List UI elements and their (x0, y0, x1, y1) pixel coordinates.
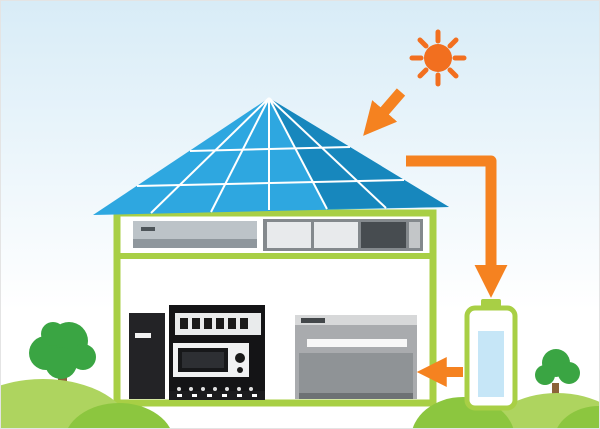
microwave-window (182, 352, 224, 368)
bushes (1, 379, 599, 428)
window-pane-side (409, 222, 420, 248)
arrow-roof-to-battery (406, 155, 508, 298)
right-tree-foliage (535, 349, 580, 385)
dishwasher-unit (295, 315, 417, 399)
solar-panel-grid (136, 97, 405, 214)
window-pane (314, 222, 358, 248)
kickplate (169, 391, 265, 400)
tall-cabinet (129, 313, 165, 399)
sun-disc (424, 44, 452, 72)
dishwasher-base (299, 393, 413, 399)
oven-indicator-dots (177, 387, 253, 391)
bush-left-dark (68, 403, 170, 428)
counter-top (295, 315, 417, 325)
kickplate-strip (169, 391, 265, 400)
kitchen (129, 305, 417, 400)
hood-switch (141, 227, 155, 231)
sun-rays (409, 29, 467, 87)
dishwasher-front (299, 353, 413, 393)
right-tree (535, 349, 580, 407)
floor-divider (120, 253, 430, 259)
battery-cell (478, 331, 504, 397)
oven-unit (169, 305, 265, 399)
house (113, 209, 437, 407)
cabinet-handle (135, 333, 151, 338)
microwave-knob (235, 353, 245, 363)
bush-far-right (557, 406, 599, 428)
second-floor (133, 219, 423, 251)
window-pane (267, 222, 311, 248)
oven-buttons (180, 318, 248, 329)
solar-panel-roof (93, 97, 449, 215)
dishwasher-handle (307, 339, 407, 347)
energy-flow-arrows (363, 88, 508, 387)
window-pane-dark (361, 222, 406, 248)
left-tree-foliage (29, 322, 96, 379)
arrow-sun-to-roof (363, 88, 406, 136)
sun-icon (409, 29, 467, 87)
counter-control (301, 318, 325, 323)
kickplate-dots (177, 394, 257, 397)
microwave-button (237, 367, 243, 373)
range-hood-vent (133, 239, 257, 248)
storage-battery (464, 299, 518, 411)
range-hood (133, 221, 257, 239)
